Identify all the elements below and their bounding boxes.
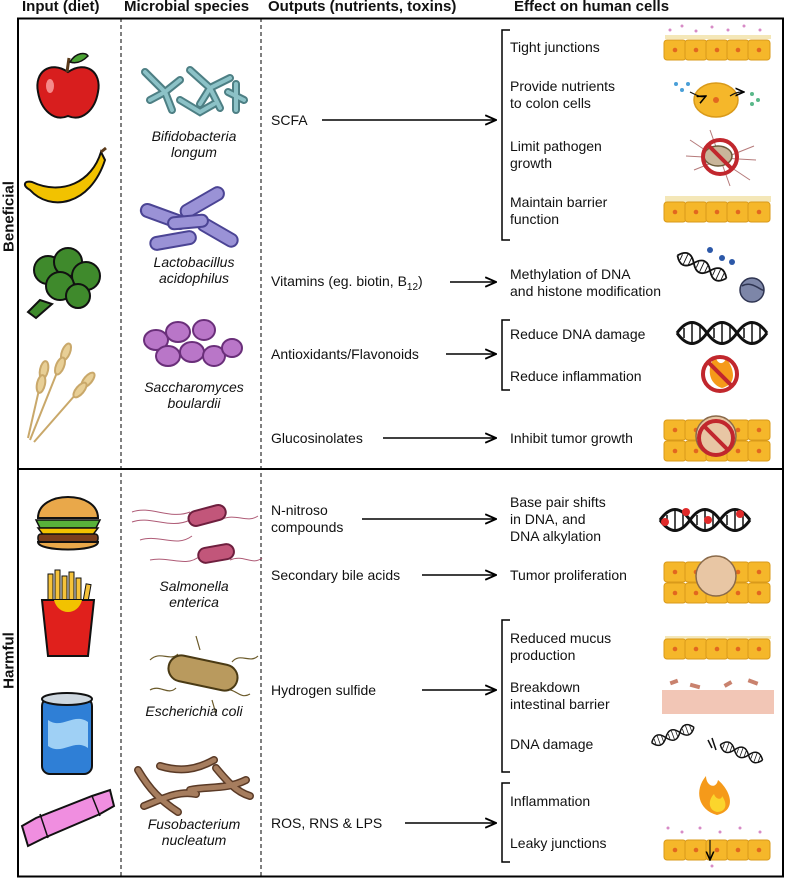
no-fire-icon xyxy=(701,355,739,393)
dna-adducts-icon xyxy=(658,508,752,532)
broken-dna-icon xyxy=(649,721,766,766)
arrows xyxy=(322,120,496,823)
mucus-cells-icon xyxy=(663,636,771,660)
banana-icon xyxy=(24,146,107,204)
output-bile-acids: Secondary bile acids xyxy=(271,567,401,583)
damaged-barrier-icon xyxy=(662,678,774,714)
effect-leaky-junctions: Leaky junctions xyxy=(510,835,607,851)
french-fries-icon xyxy=(40,569,96,657)
escherichia-icon xyxy=(149,635,259,715)
dna-icon xyxy=(675,321,769,345)
broccoli-icon xyxy=(26,247,101,320)
effect-tumor-proliferation: Tumor proliferation xyxy=(510,567,627,583)
tumor-blocked-icon xyxy=(663,415,771,462)
output-scfa: SCFA xyxy=(271,112,308,128)
dna-histone-icon xyxy=(673,247,765,303)
section-label-harmful: Harmful xyxy=(0,632,18,689)
effect-reduce-dna-damage: Reduce DNA damage xyxy=(510,326,646,342)
soda-can-icon xyxy=(41,692,93,775)
bifidobacteria-icon-fill xyxy=(143,68,246,115)
barrier-cells-icon xyxy=(663,196,771,223)
saccharomyces-icon xyxy=(143,319,243,367)
fusobacterium-icon xyxy=(134,756,254,816)
column-header-species: Microbial species xyxy=(124,0,250,15)
column-header-outputs: Outputs (nutrients, toxins) xyxy=(268,0,457,15)
apple-icon xyxy=(36,52,100,119)
output-ros: ROS, RNS & LPS xyxy=(271,815,383,831)
output-antioxidants: Antioxidants/Flavonoids xyxy=(271,346,419,362)
column-header-effects: Effect on human cells xyxy=(514,0,670,15)
output-vitamins: Vitamins (eg. biotin, B12) xyxy=(271,273,423,293)
salmonella-icon xyxy=(131,504,263,564)
leaky-cells-icon xyxy=(663,826,771,868)
effect-dna-damage: DNA damage xyxy=(510,736,594,752)
species-label-escherichia: Escherichia coli xyxy=(145,703,243,719)
column-header-input: Input (diet) xyxy=(22,0,100,15)
effect-inhibit-tumor: Inhibit tumor growth xyxy=(510,430,633,446)
flame-icon xyxy=(699,776,731,815)
output-glucosinolates: Glucosinolates xyxy=(271,430,363,446)
wheat-icon xyxy=(27,342,96,443)
effect-reduce-inflammation: Reduce inflammation xyxy=(510,368,642,384)
effect-inflammation: Inflammation xyxy=(510,793,591,809)
brackets xyxy=(501,29,510,863)
section-label-beneficial: Beneficial xyxy=(0,181,18,252)
pathogen-blocked-icon xyxy=(685,129,757,187)
tight-junction-cells-icon xyxy=(663,24,771,61)
table-frame xyxy=(17,17,784,878)
burger-icon xyxy=(34,496,102,551)
candy-bar-icon xyxy=(20,788,116,848)
output-hydrogen-sulfide: Hydrogen sulfide xyxy=(271,682,377,698)
lactobacillus-icon xyxy=(139,186,239,251)
effect-tight-junctions: Tight junctions xyxy=(510,39,600,55)
nutrient-uptake-cell-icon xyxy=(674,82,760,118)
tumor-cells-icon xyxy=(663,555,771,604)
